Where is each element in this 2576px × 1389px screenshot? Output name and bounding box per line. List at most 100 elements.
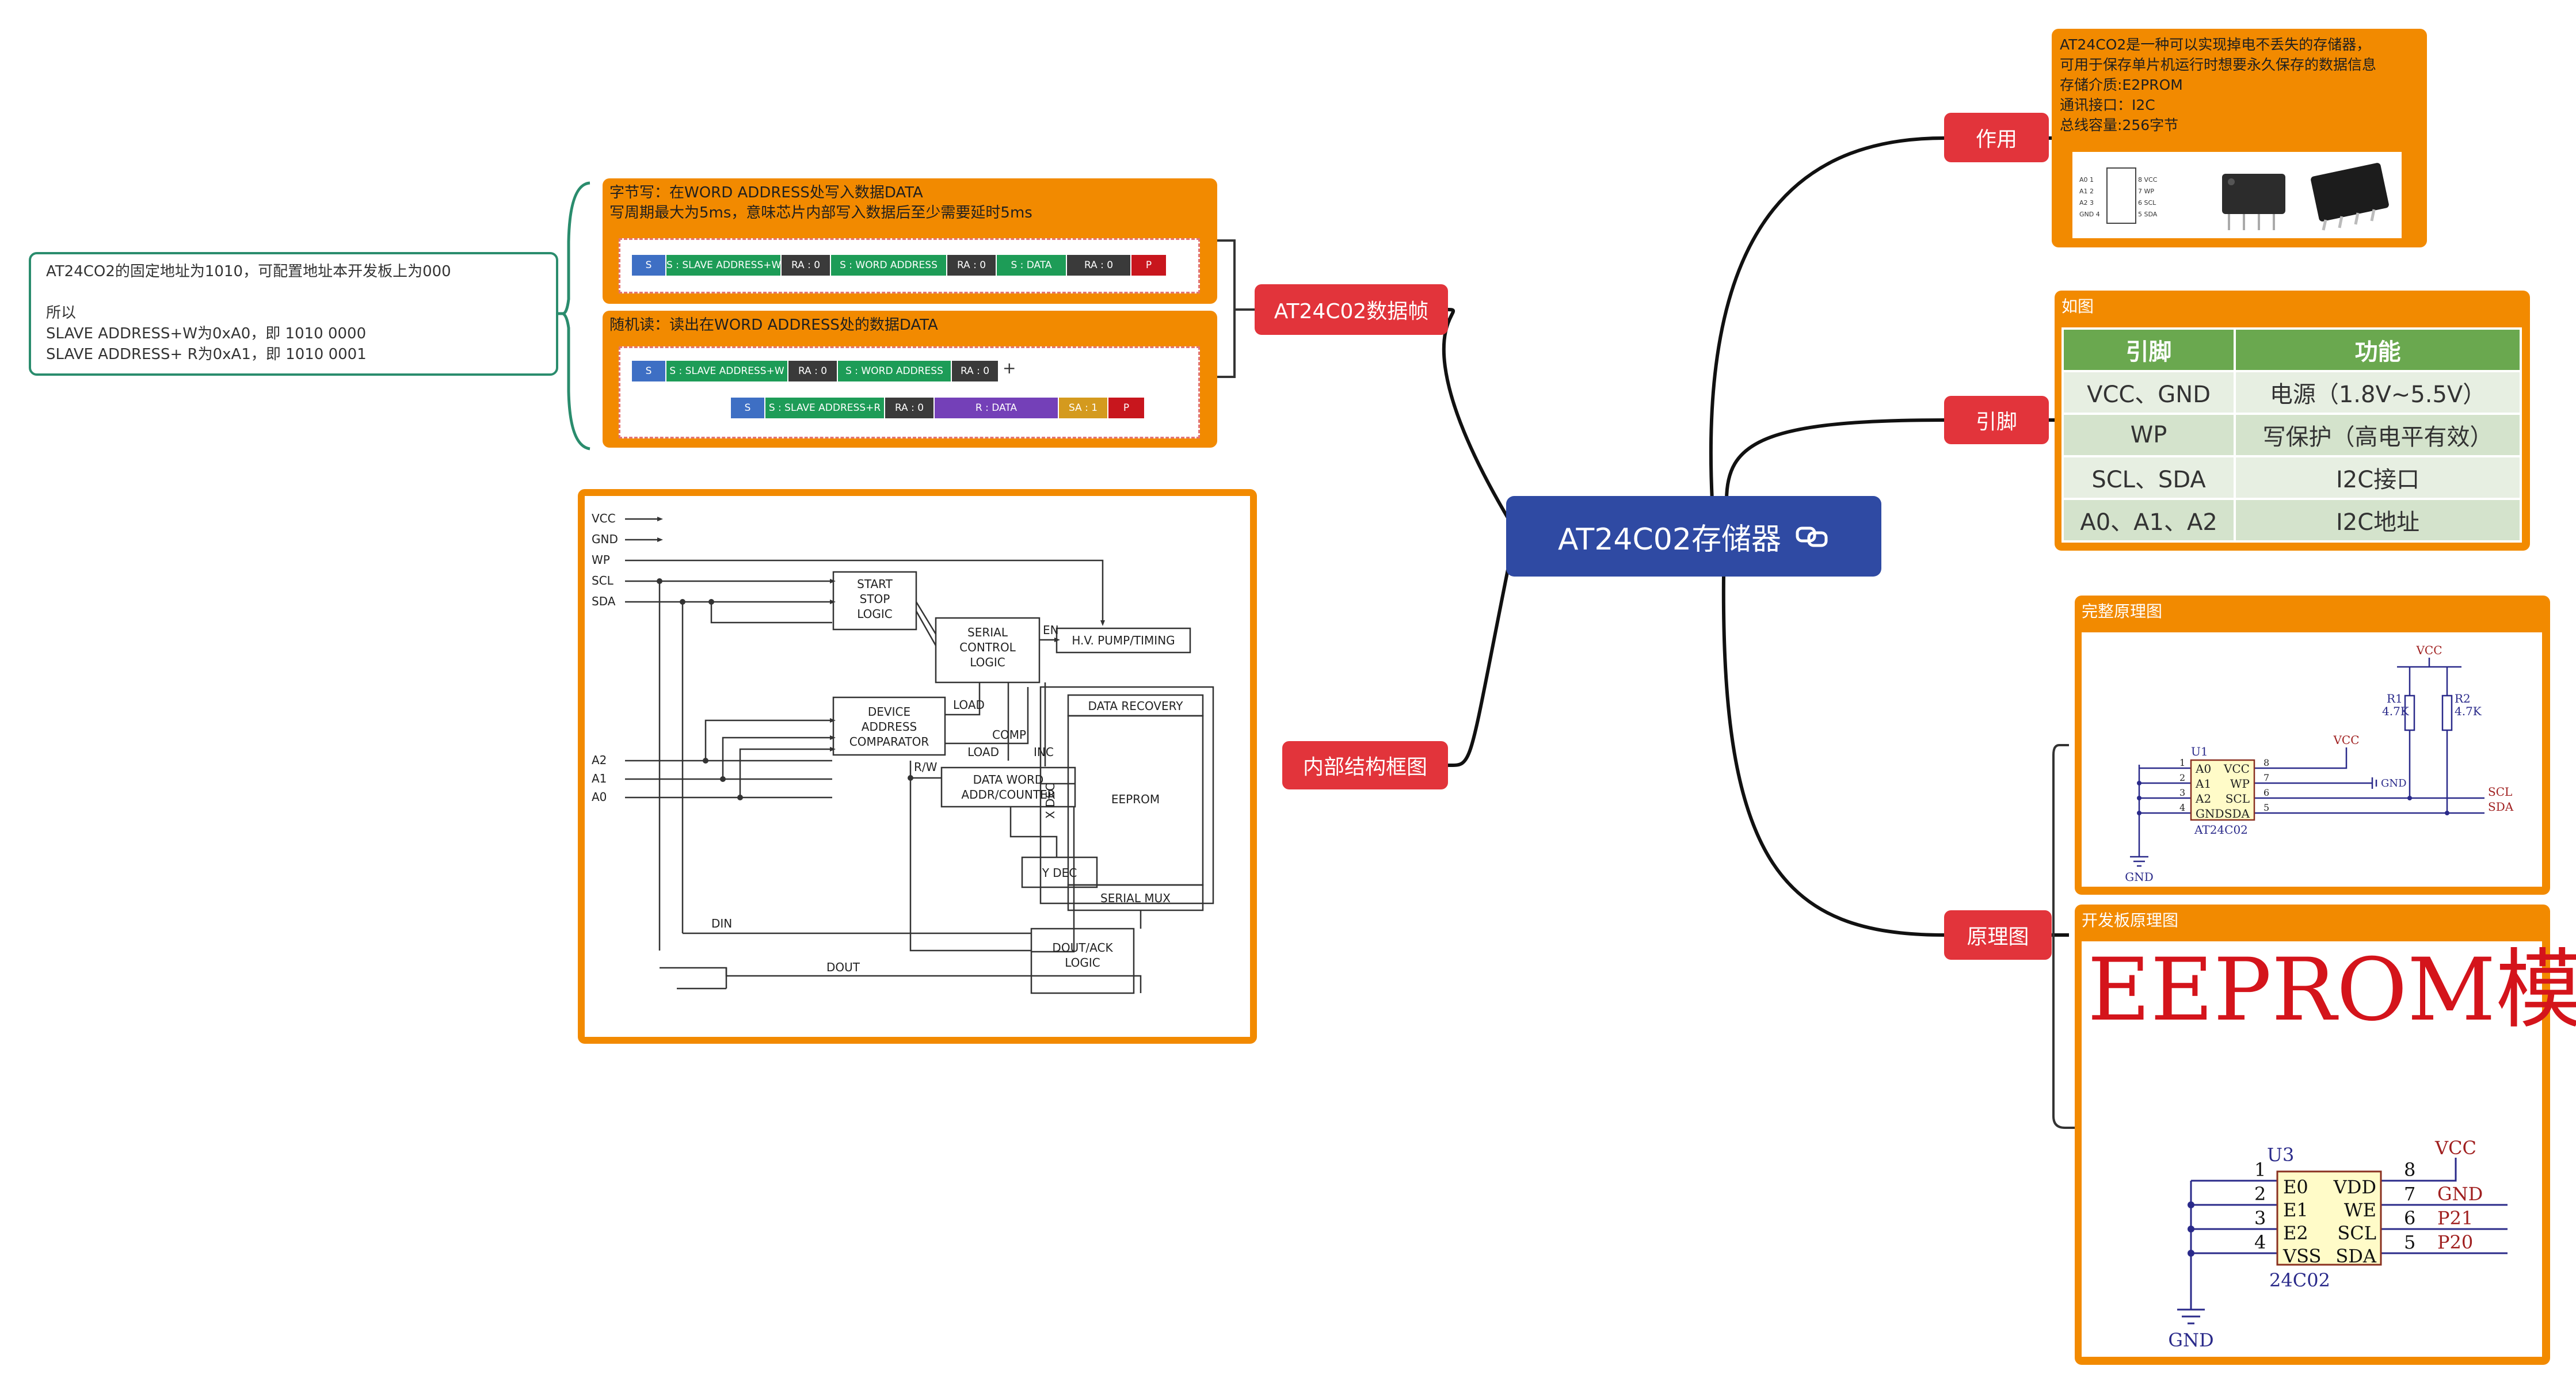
seg-slave-w: S : SLAVE ADDRESS+W	[666, 361, 787, 381]
chip-pin-wp: 7 WP	[2138, 188, 2154, 195]
r2-value: 4.7K	[2455, 704, 2482, 718]
chip-pin-gnd: GND 4	[2079, 211, 2100, 218]
seg-slave-r: S : SLAVE ADDRESS+R	[765, 398, 884, 418]
byte-write-desc-2: 写周期最大为5ms，意味芯片内部写入数据后至少需要延时5ms	[609, 204, 1032, 222]
u3-pin-vdd: VDD	[2333, 1176, 2376, 1198]
devboard-schematic-box[interactable]: 开发板原理图 EEPROM模块 U3 VCC E0 E1 E2 VSS VDD …	[2075, 905, 2576, 1365]
u1-pin-a2: A2	[2195, 792, 2211, 806]
pin-cell: A0、A1、A2	[2061, 498, 2236, 543]
label-vcc: VCC	[592, 512, 616, 525]
gnd-label: GND	[2125, 870, 2154, 884]
label-gnd: GND	[592, 532, 618, 546]
chip-pin-a1: A1 2	[2079, 188, 2094, 195]
seg-word-address: S : WORD ADDRESS	[838, 361, 951, 381]
u3-num-7: 7	[2404, 1183, 2415, 1205]
label-din: DIN	[711, 917, 732, 930]
chip-pin-sda: 5 SDA	[2138, 211, 2158, 218]
vcc-net: VCC	[2434, 1137, 2476, 1159]
branch-schematic[interactable]: 原理图	[1944, 910, 2052, 960]
byte-write-desc-1: 字节写：在WORD ADDRESS处写入数据DATA	[609, 184, 923, 201]
dev-3: COMPARATOR	[849, 735, 929, 749]
ack-1: DOUT/ACK	[1052, 941, 1113, 955]
seg-ack: RA : 0	[782, 255, 830, 276]
r1-value: 4.7K	[2382, 704, 2410, 718]
dev-1: DEVICE	[868, 705, 910, 719]
seg-stop: P	[1108, 398, 1144, 418]
label-wp: WP	[592, 553, 610, 567]
eeprom-banner: EEPROM模块	[2087, 940, 2576, 1040]
u3-pin-e2: E2	[2283, 1222, 2308, 1244]
central-topic[interactable]: AT24C02存储器	[1506, 496, 1881, 577]
hv-pump: H.V. PUMP/TIMING	[1072, 634, 1175, 647]
role-line-4: 通讯接口：I2C	[2060, 97, 2155, 113]
pin-cell: I2C接口	[2234, 455, 2522, 500]
pin-cell: 电源（1.8V~5.5V）	[2234, 370, 2522, 415]
label-a2: A2	[592, 753, 607, 767]
branch-internal-structure[interactable]: 内部结构框图	[1282, 741, 1448, 789]
address-note[interactable]: AT24CO2的固定地址为1010，可配置地址本开发板上为000 所以 SLAV…	[29, 252, 558, 376]
label-dout: DOUT	[826, 960, 860, 974]
devboard-schematic-caption: 开发板原理图	[2082, 911, 2179, 930]
u3-num-5: 5	[2404, 1231, 2415, 1253]
pin-cell: VCC、GND	[2061, 370, 2236, 415]
data-recovery: DATA RECOVERY	[1088, 699, 1184, 713]
u3-part: 24C02	[2269, 1269, 2330, 1291]
chip-pin-scl: 6 SCL	[2138, 199, 2156, 207]
plus-sign: +	[1003, 358, 1016, 377]
seg-ack: RA : 0	[885, 398, 933, 418]
seg-ack: RA : 0	[947, 255, 996, 276]
u1-num-8: 8	[2263, 757, 2269, 768]
u3-num-6: 6	[2404, 1207, 2415, 1229]
full-schematic-box[interactable]: 完整原理图 VCC VCC R1 4.7K R2	[2075, 596, 2550, 895]
y-dec: Y DEC	[1042, 866, 1077, 880]
u3-pin-scl: SCL	[2337, 1222, 2376, 1244]
seg-read-data: R : DATA	[935, 398, 1058, 418]
seg-start: S	[632, 255, 665, 276]
byte-write-box[interactable]: 字节写：在WORD ADDRESS处写入数据DATA 写周期最大为5ms，意味芯…	[603, 178, 1217, 304]
net-p20: P20	[2437, 1231, 2473, 1253]
label-load: LOAD	[953, 698, 985, 712]
branch-role[interactable]: 作用	[1944, 113, 2049, 162]
u1-pin-scl: SCL	[2226, 792, 2250, 806]
u1-label: U1	[2191, 745, 2208, 758]
chip-images: A0 1 A1 2 A2 3 GND 4 8 VCC 7 WP 6 SCL 5 …	[2072, 152, 2402, 238]
dw-1: DATA WORD	[973, 773, 1044, 787]
u3-num-8: 8	[2404, 1159, 2415, 1181]
label-rw: R/W	[914, 760, 938, 774]
chip-pin-vcc: 8 VCC	[2138, 176, 2158, 184]
seg-stop: P	[1131, 255, 1166, 276]
vcc-mid-label: VCC	[2333, 733, 2359, 747]
chip-pin-a2: A2 3	[2079, 199, 2094, 207]
u1-num-2: 2	[2179, 772, 2185, 783]
branch-data-frame[interactable]: AT24C02数据帧	[1255, 284, 1448, 335]
u3-label: U3	[2267, 1144, 2294, 1166]
serial-mux: SERIAL MUX	[1100, 891, 1171, 905]
central-title: AT24C02存储器	[1558, 522, 1781, 557]
pin-cell: I2C地址	[2234, 498, 2522, 543]
block-diagram-box[interactable]: VCC GND WP SCL SDA A2 A1 A0 START STOP L…	[578, 489, 1257, 1044]
u1-pin-wp: WP	[2230, 777, 2250, 791]
u3-num-2: 2	[2254, 1183, 2266, 1205]
note-line-4: SLAVE ADDRESS+ R为0xA1，即 1010 0001	[46, 346, 367, 363]
x-dec: X DEC	[1043, 783, 1057, 819]
u3-pin-e0: E0	[2283, 1176, 2308, 1198]
u3-num-1: 1	[2254, 1159, 2266, 1181]
dip-chip-photo	[2222, 174, 2285, 230]
random-read-box[interactable]: 随机读：读出在WORD ADDRESS处的数据DATA S S : SLAVE …	[603, 311, 1217, 448]
pin-cell: SCL、SDA	[2061, 455, 2236, 500]
role-line-2: 可用于保存单片机运行时想要永久保存的数据信息	[2060, 56, 2377, 73]
role-box[interactable]: AT24CO2是一种可以实现掉电不丢失的存储器， 可用于保存单片机运行时想要永久…	[2052, 29, 2427, 247]
label-sda: SDA	[592, 594, 616, 608]
net-p21: P21	[2437, 1207, 2473, 1229]
note-line-3: SLAVE ADDRESS+W为0xA0，即 1010 0000	[46, 325, 367, 342]
seg-slave-w: S : SLAVE ADDRESS+W	[666, 255, 780, 276]
label-a0: A0	[592, 790, 607, 804]
pins-caption: 如图	[2061, 297, 2094, 316]
byte-write-frame: S S : SLAVE ADDRESS+W RA : 0 S : WORD AD…	[619, 238, 1200, 293]
dev-2: ADDRESS	[862, 720, 917, 734]
scl-net: SCL	[2488, 785, 2512, 799]
serial-1: SERIAL	[967, 625, 1008, 639]
branch-pins[interactable]: 引脚	[1944, 396, 2049, 444]
seg-ack: RA : 0	[952, 361, 998, 381]
